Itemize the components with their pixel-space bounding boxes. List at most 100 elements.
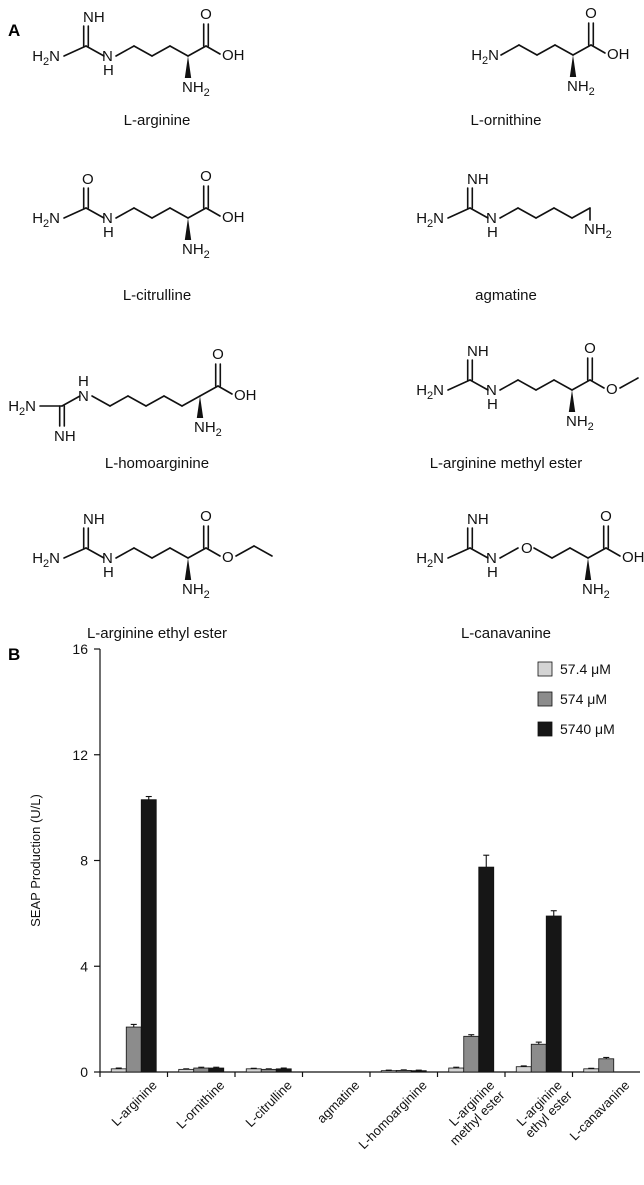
nh-n: N: [102, 210, 113, 227]
legend-label: 574 μM: [560, 691, 607, 707]
imine-nh: NH: [467, 343, 489, 360]
category-label: L-arginine: [108, 1078, 159, 1129]
molecule-name-arg-ethyl-ester: L-arginine ethyl ester: [87, 625, 227, 642]
nh-n: N: [486, 382, 497, 399]
nh-h: H: [487, 396, 498, 413]
legend-swatch: [537, 661, 553, 677]
ester-oxygen: O: [606, 381, 618, 398]
terminal-amine: NH2: [584, 221, 612, 241]
carbonyl-oxygen: O: [82, 171, 94, 188]
hydroxyl-oh: OH: [622, 549, 644, 566]
nh-n: N: [78, 388, 89, 405]
bar: [193, 1067, 210, 1073]
nh-n: N: [102, 48, 113, 65]
carbonyl-oxygen: O: [600, 508, 612, 525]
category-label: L-arginineethyl ester: [512, 1077, 576, 1141]
hydroxyl-oh: OH: [222, 209, 245, 226]
nh-h: H: [103, 224, 114, 241]
imine-nh: NH: [467, 511, 489, 528]
h2n-group: H2N: [471, 47, 499, 67]
molecule-name-homoarginine: L-homoarginine: [105, 455, 209, 472]
legend-label: 5740 μM: [560, 721, 615, 737]
molecule-name-arginine: L-arginine: [124, 112, 191, 129]
nh-h: H: [103, 62, 114, 79]
carbonyl-oxygen: O: [200, 6, 212, 23]
alpha-amine: NH2: [182, 241, 210, 261]
h2n-group: H2N: [416, 550, 444, 570]
hydroxyl-oh: OH: [222, 47, 245, 64]
structure-ornithine: H2N NH2 O OH: [471, 5, 629, 98]
panel-b-letter: B: [8, 645, 20, 664]
y-tick-label: 12: [72, 747, 88, 763]
bar: [463, 1035, 480, 1073]
carbonyl-oxygen: O: [585, 5, 597, 22]
y-axis-label: SEAP Production (U/L): [28, 794, 43, 927]
imine-nh: NH: [54, 428, 76, 445]
bar: [178, 1068, 195, 1073]
h2n-group: H2N: [416, 382, 444, 402]
nh-h: H: [487, 564, 498, 581]
molecule-name-ornithine: L-ornithine: [471, 112, 542, 129]
carbonyl-oxygen: O: [200, 168, 212, 185]
category-label: L-citrulline: [242, 1078, 295, 1131]
category-label: L-argininemethyl ester: [437, 1077, 508, 1148]
y-tick-label: 0: [80, 1064, 88, 1080]
h2n-group: H2N: [416, 210, 444, 230]
molecule-name-citrulline: L-citrulline: [123, 287, 191, 304]
legend-swatch: [537, 691, 553, 707]
alpha-amine: NH2: [566, 413, 594, 433]
y-tick-label: 16: [72, 641, 88, 657]
category-label: L-canavanine: [567, 1078, 633, 1144]
bar: [380, 1070, 397, 1073]
bar: [140, 799, 157, 1073]
category-label: L-ornithine: [173, 1078, 227, 1132]
legend-swatch: [537, 721, 553, 737]
imine-nh: NH: [83, 9, 105, 26]
nh-h: H: [103, 564, 114, 581]
bar: [410, 1070, 427, 1073]
alpha-amine: NH2: [182, 79, 210, 99]
alpha-amine: NH2: [567, 78, 595, 98]
alpha-amine: NH2: [182, 581, 210, 601]
category-label: L-homoarginine: [355, 1078, 429, 1152]
molecule-name-canavanine: L-canavanine: [461, 625, 551, 642]
bar: [478, 866, 495, 1073]
category-label: agmatine: [314, 1078, 362, 1126]
bar: [275, 1068, 292, 1073]
molecule-name-agmatine: agmatine: [475, 287, 537, 304]
y-tick-label: 4: [80, 958, 88, 974]
alpha-amine: NH2: [194, 419, 222, 439]
nh-n: N: [486, 550, 497, 567]
bar: [530, 1043, 547, 1073]
alpha-amine: NH2: [582, 581, 610, 601]
bar: [260, 1068, 277, 1073]
carbonyl-oxygen: O: [212, 346, 224, 363]
bar: [125, 1026, 142, 1073]
nh-n: N: [102, 550, 113, 567]
nh-n: N: [486, 210, 497, 227]
bar: [598, 1058, 615, 1073]
imine-nh: NH: [83, 511, 105, 528]
bar: [110, 1068, 127, 1073]
bar: [208, 1067, 225, 1073]
nh-h: H: [487, 224, 498, 241]
bar: [515, 1066, 532, 1073]
nh-h: H: [78, 373, 89, 390]
bar: [448, 1067, 465, 1073]
legend-label: 57.4 μM: [560, 661, 611, 677]
bar: [245, 1068, 262, 1073]
ester-oxygen: O: [222, 549, 234, 566]
bar: [545, 915, 562, 1073]
hydroxyl-oh: OH: [234, 387, 257, 404]
hydroxyl-oh: OH: [607, 46, 630, 63]
molecule-name-arg-methyl-ester: L-arginine methyl ester: [430, 455, 583, 472]
